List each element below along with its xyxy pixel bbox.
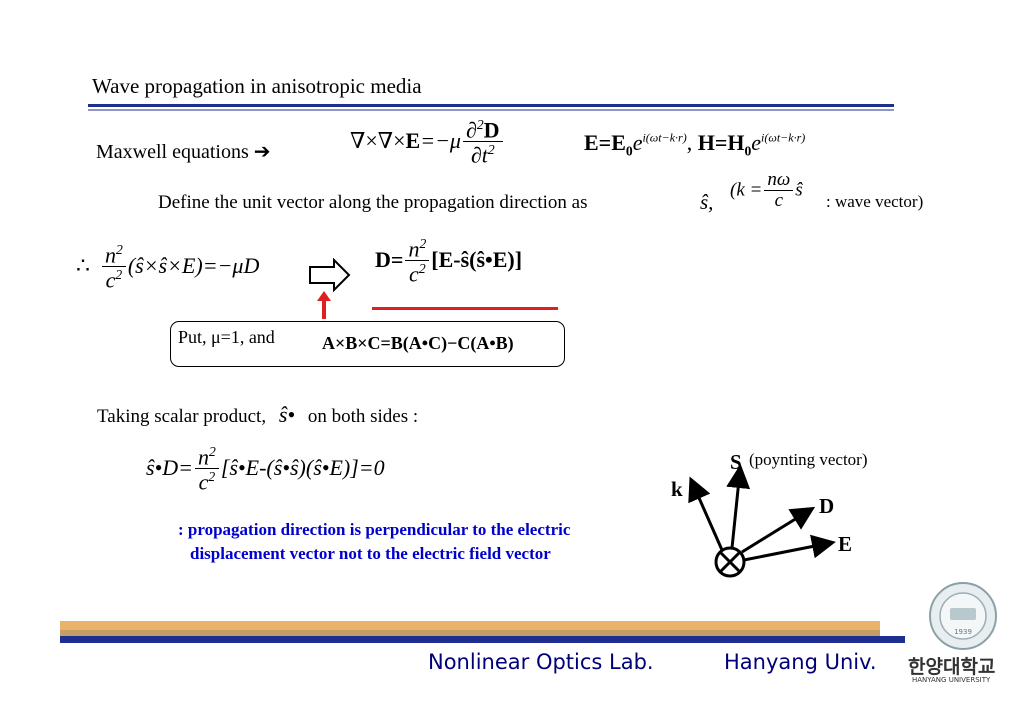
partial-symbol: ∂ bbox=[465, 117, 477, 143]
e-vector-arrow bbox=[743, 534, 836, 562]
c-denominator: c bbox=[774, 189, 784, 211]
footer-lab: Nonlinear Optics Lab. bbox=[428, 650, 654, 674]
s-dot: ŝ• bbox=[278, 402, 296, 427]
exp-power: i(ωt−k·r) bbox=[642, 130, 687, 145]
vector-diagram bbox=[688, 464, 836, 578]
k-vector-arrow bbox=[688, 476, 724, 551]
minus-mu: =−μ bbox=[420, 128, 461, 154]
d-eq-rhs: [E-ŝ(ŝ•E)] bbox=[431, 247, 523, 273]
footer-univ: Hanyang Univ. bbox=[724, 650, 877, 674]
comma: , bbox=[686, 130, 693, 155]
seal-year: 1939 bbox=[954, 628, 972, 636]
maxwell-label-text: Maxwell equations bbox=[96, 141, 249, 163]
d-label: D bbox=[819, 494, 835, 518]
second-derivative-fraction: ∂2D∂t2 bbox=[462, 117, 503, 168]
s-vector-arrow bbox=[726, 464, 751, 549]
vector-identity: A×B×C=B(A•C)−C(A•B) bbox=[322, 333, 514, 353]
e-label: E bbox=[838, 532, 853, 556]
exp-e-h: e bbox=[751, 130, 762, 155]
identity-box bbox=[170, 321, 565, 367]
university-seal-logo: 1939 bbox=[929, 582, 997, 650]
exp-power-h: i(ωt−k·r) bbox=[761, 130, 806, 145]
red-underline bbox=[372, 307, 558, 310]
d-eq-lhs: D= bbox=[375, 247, 404, 273]
red-up-arrow-icon bbox=[317, 291, 331, 319]
put-text: Put, μ=1, and bbox=[178, 327, 275, 347]
poynting-label: (poynting vector) bbox=[749, 450, 868, 469]
n-omega: nω bbox=[764, 170, 794, 191]
footer-bar-navy bbox=[60, 636, 905, 643]
s-dot-d-rhs: [ŝ•E-(ŝ•ŝ)(ŝ•E)]=0 bbox=[220, 455, 385, 481]
c-denominator: c bbox=[105, 267, 116, 293]
partial-t: ∂t bbox=[470, 142, 488, 168]
slide-title: Wave propagation in anisotropic media bbox=[92, 74, 422, 98]
implies-arrow-icon bbox=[309, 258, 351, 292]
logo-english: HANYANG UNIVERSITY bbox=[912, 676, 991, 684]
exp-e: e bbox=[632, 130, 643, 155]
s-hat-symbol: ŝ, bbox=[700, 190, 714, 214]
maxwell-equation: ∇×∇×E=−μ∂2D∂t2 bbox=[350, 117, 505, 168]
wave-vector-note: : wave vector) bbox=[826, 192, 924, 211]
c-denominator-right: c bbox=[409, 261, 419, 287]
s-dot-d-lhs: ŝ•D= bbox=[146, 455, 193, 481]
therefore-symbol: ∴ bbox=[76, 253, 90, 279]
plane-wave-solutions: E=E0ei(ωt−k·r), H=H0ei(ωt−k·r) bbox=[584, 130, 805, 159]
s-hat-2: ŝ bbox=[795, 179, 803, 201]
footer-bar-gold bbox=[60, 621, 880, 630]
plane-h-lhs: H=H bbox=[697, 130, 745, 155]
d-vector-arrow bbox=[741, 506, 816, 554]
e-subscript: 0 bbox=[625, 143, 633, 159]
footer-bar-tan bbox=[60, 630, 880, 636]
title-rule-light bbox=[88, 109, 894, 111]
efield-symbol: E bbox=[405, 128, 421, 154]
n-numerator-right: n bbox=[408, 236, 420, 262]
logo-korean: 한양대학교 bbox=[908, 656, 996, 678]
dfield-symbol: D bbox=[483, 117, 500, 143]
n-numerator: n bbox=[105, 242, 116, 268]
right-arrow-icon: ➔ bbox=[253, 139, 271, 163]
conclusion-line-1: : propagation direction is perpendicular… bbox=[178, 520, 571, 539]
maxwell-label: Maxwell equations ➔ bbox=[96, 139, 271, 164]
k-def-prefix: (k = bbox=[730, 179, 763, 201]
define-text: Define the unit vector along the propaga… bbox=[158, 192, 588, 213]
s-label: S bbox=[730, 450, 742, 474]
curl-curl-operator: ∇×∇× bbox=[350, 128, 406, 154]
cross-icon-b bbox=[718, 550, 742, 574]
scalar-product-text: Taking scalar product, ŝ• on both sides … bbox=[97, 402, 418, 428]
k-label: k bbox=[671, 477, 683, 501]
conclusion-line-2: displacement vector not to the electric … bbox=[190, 544, 551, 563]
scalar-text-before: Taking scalar product, bbox=[97, 406, 267, 427]
scalar-text-after: on both sides : bbox=[307, 406, 419, 427]
h-subscript: 0 bbox=[744, 143, 752, 159]
c-denominator-scalar: c bbox=[198, 469, 209, 495]
therefore-expression: (ŝ×ŝ×E)=−μD bbox=[127, 253, 260, 279]
into-page-circle-icon bbox=[714, 546, 746, 578]
n-numerator-scalar: n bbox=[198, 444, 209, 470]
plane-e-lhs: E=E bbox=[584, 130, 626, 155]
title-rule-dark bbox=[88, 104, 894, 107]
